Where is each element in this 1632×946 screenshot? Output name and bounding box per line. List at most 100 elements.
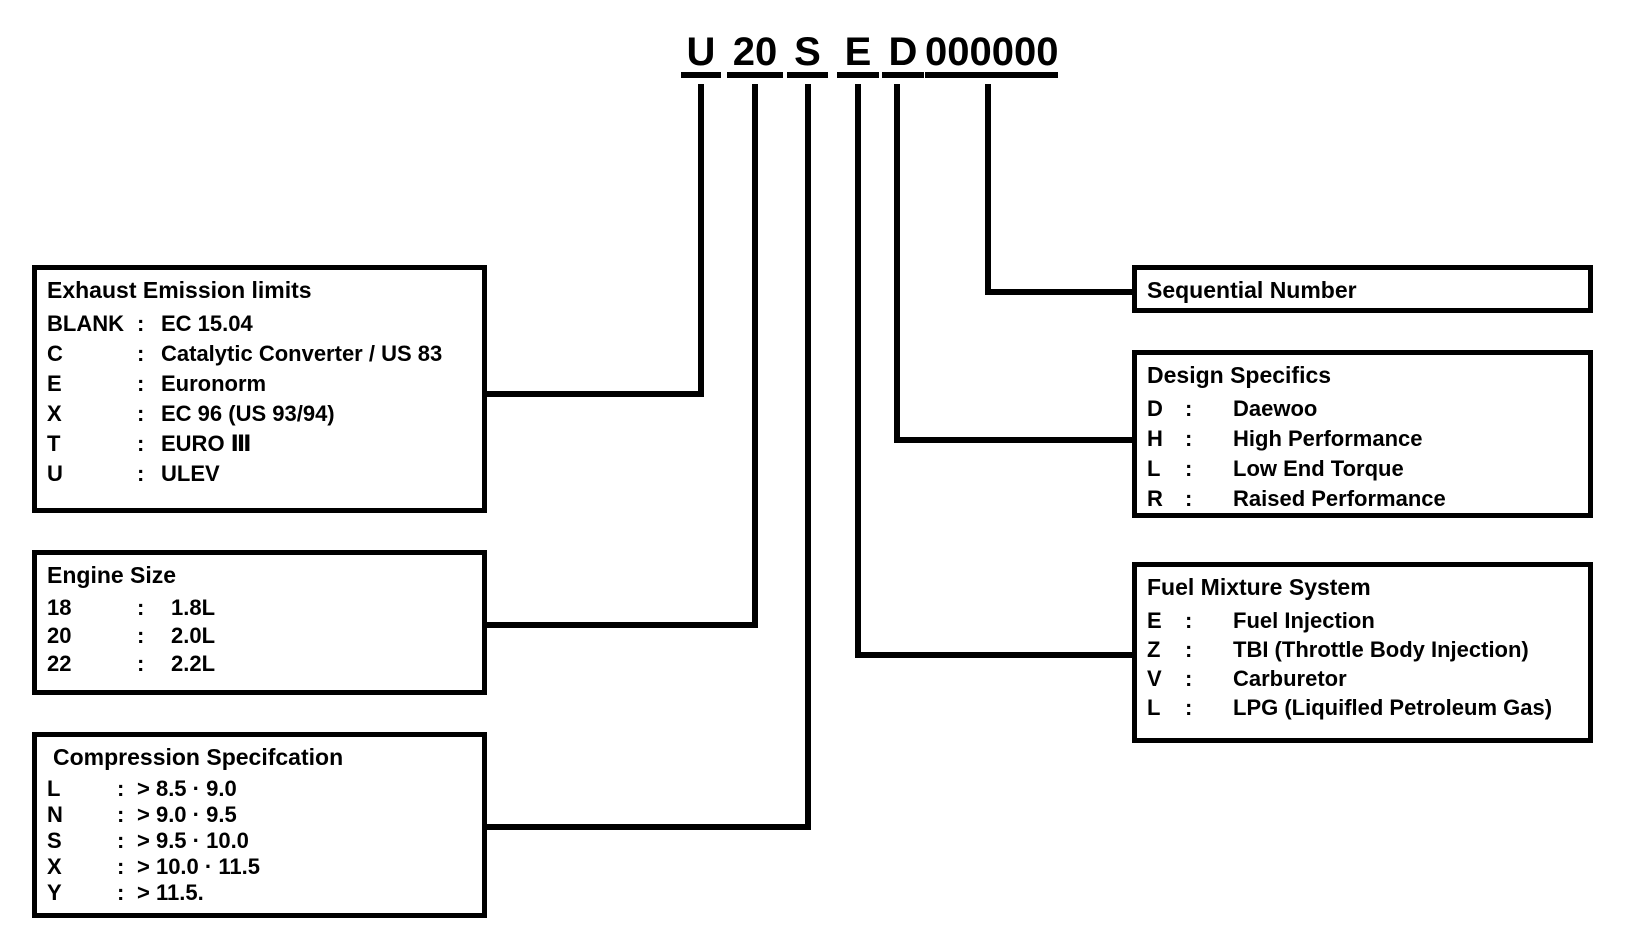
row-colon: : [117,802,125,827]
connector-compression-vertical [805,84,811,830]
row-colon: : [1185,486,1193,511]
row-colon: : [117,828,125,853]
code-char: E [844,30,872,74]
connector-enginesize-vertical [752,84,758,628]
legend-row: Z : TBI (Throttle Body Injection) [1147,635,1588,664]
legend-rows: BLANK : EC 15.04 C : Catalytic Converter… [37,303,482,489]
row-value: 2.2L [171,651,216,676]
code-char: S [794,30,821,74]
code-char: 000000 [925,30,1059,74]
connector-emission-vertical [698,84,704,397]
legend-row: X : > 10.0 · 11.5 [47,854,482,880]
code-segment-emission: U [681,28,721,78]
row-value: Fuel Injection [1233,608,1375,633]
row-colon: : [137,401,145,426]
code-char: 20 [732,30,778,74]
connector-design-vertical [894,84,900,443]
code-char: D [888,30,918,74]
row-colon: : [137,431,145,456]
legend-row: L : > 8.5 · 9.0 [47,776,482,802]
row-colon: : [117,880,125,905]
legend-row: X : EC 96 (US 93/94) [47,399,482,429]
row-key: C [47,341,63,366]
row-colon: : [117,776,125,801]
row-value: LPG (Liquifled Petroleum Gas) [1233,695,1553,720]
box-title: Exhaust Emission limits [47,277,312,303]
row-key: Z [1147,637,1161,662]
row-key: V [1147,666,1162,691]
legend-row: C : Catalytic Converter / US 83 [47,339,482,369]
row-colon: : [137,461,145,486]
row-colon: : [1185,608,1193,633]
row-colon: : [137,595,145,620]
row-value: ULEV [161,461,220,486]
legend-row: T : EURO Ⅲ [47,429,482,459]
legend-row: L : LPG (Liquifled Petroleum Gas) [1147,693,1588,722]
row-colon: : [137,311,145,336]
connector-compression-horizontal [487,824,811,830]
row-value: EC 96 (US 93/94) [161,401,335,426]
legend-rows: E : Fuel Injection Z : TBI (Throttle Bod… [1137,600,1588,722]
row-key: H [1147,426,1163,451]
row-value: > 8.5 · 9.0 [137,776,237,801]
row-key: 22 [47,651,72,676]
row-value: Daewoo [1233,396,1318,421]
connector-emission-horizontal [487,391,704,397]
row-key: L [47,776,61,801]
row-colon: : [1185,637,1193,662]
legend-row: H : High Performance [1147,424,1588,454]
design-specifics-box: Design Specifics D : Daewoo H : High Per… [1132,350,1593,518]
legend-row: E : Euronorm [47,369,482,399]
row-value: > 9.5 · 10.0 [137,828,249,853]
row-value: Catalytic Converter / US 83 [161,341,443,366]
row-value: > 9.0 · 9.5 [137,802,237,827]
legend-row: 22 : 2.2L [47,650,482,678]
legend-row: U : ULEV [47,459,482,489]
code-segment-fuel: E [837,28,879,78]
row-key: Y [47,880,62,905]
row-value: EURO Ⅲ [161,431,252,456]
code-segment-enginesize: 20 [727,28,783,78]
code-segment-compression: S [787,28,828,78]
legend-rows: D : Daewoo H : High Performance L : Low … [1137,388,1588,514]
row-key: BLANK [47,311,124,336]
row-value: Carburetor [1233,666,1347,691]
row-value: EC 15.04 [161,311,253,336]
row-key: U [47,461,63,486]
fuel-mixture-system-box: Fuel Mixture System E : Fuel Injection Z… [1132,562,1593,743]
row-key: D [1147,396,1163,421]
row-value: 1.8L [171,595,216,620]
row-colon: : [137,651,145,676]
row-colon: : [1185,456,1193,481]
connector-fuel-vertical [855,84,861,658]
connector-sequential-horizontal [985,289,1132,295]
row-colon: : [1185,695,1193,720]
exhaust-emission-limits-box: Exhaust Emission limits BLANK : EC 15.04… [32,265,487,513]
row-value: Raised Performance [1233,486,1446,511]
legend-rows: L : > 8.5 · 9.0 N : > 9.0 · 9.5 S : > 9.… [37,770,482,906]
row-value: TBI (Throttle Body Injection) [1233,637,1529,662]
legend-row: N : > 9.0 · 9.5 [47,802,482,828]
row-key: L [1147,695,1161,720]
row-value: > 10.0 · 11.5 [137,854,260,879]
box-title: Fuel Mixture System [1147,574,1371,600]
legend-row: D : Daewoo [1147,394,1588,424]
legend-row: 20 : 2.0L [47,622,482,650]
row-colon: : [1185,666,1193,691]
row-key: 20 [47,623,72,648]
row-key: X [47,401,62,426]
connector-design-horizontal [894,437,1132,443]
row-key: T [47,431,61,456]
legend-row: L : Low End Torque [1147,454,1588,484]
engine-size-box: Engine Size 18 : 1.8L 20 : 2.0L 22 : 2.2… [32,550,487,695]
row-key: R [1147,486,1163,511]
connector-enginesize-horizontal [487,622,758,628]
row-colon: : [137,341,145,366]
row-key: L [1147,456,1161,481]
legend-row: BLANK : EC 15.04 [47,309,482,339]
row-value: 2.0L [171,623,216,648]
row-key: N [47,802,63,827]
row-key: S [47,828,62,853]
row-colon: : [117,854,125,879]
legend-row: 18 : 1.8L [47,594,482,622]
